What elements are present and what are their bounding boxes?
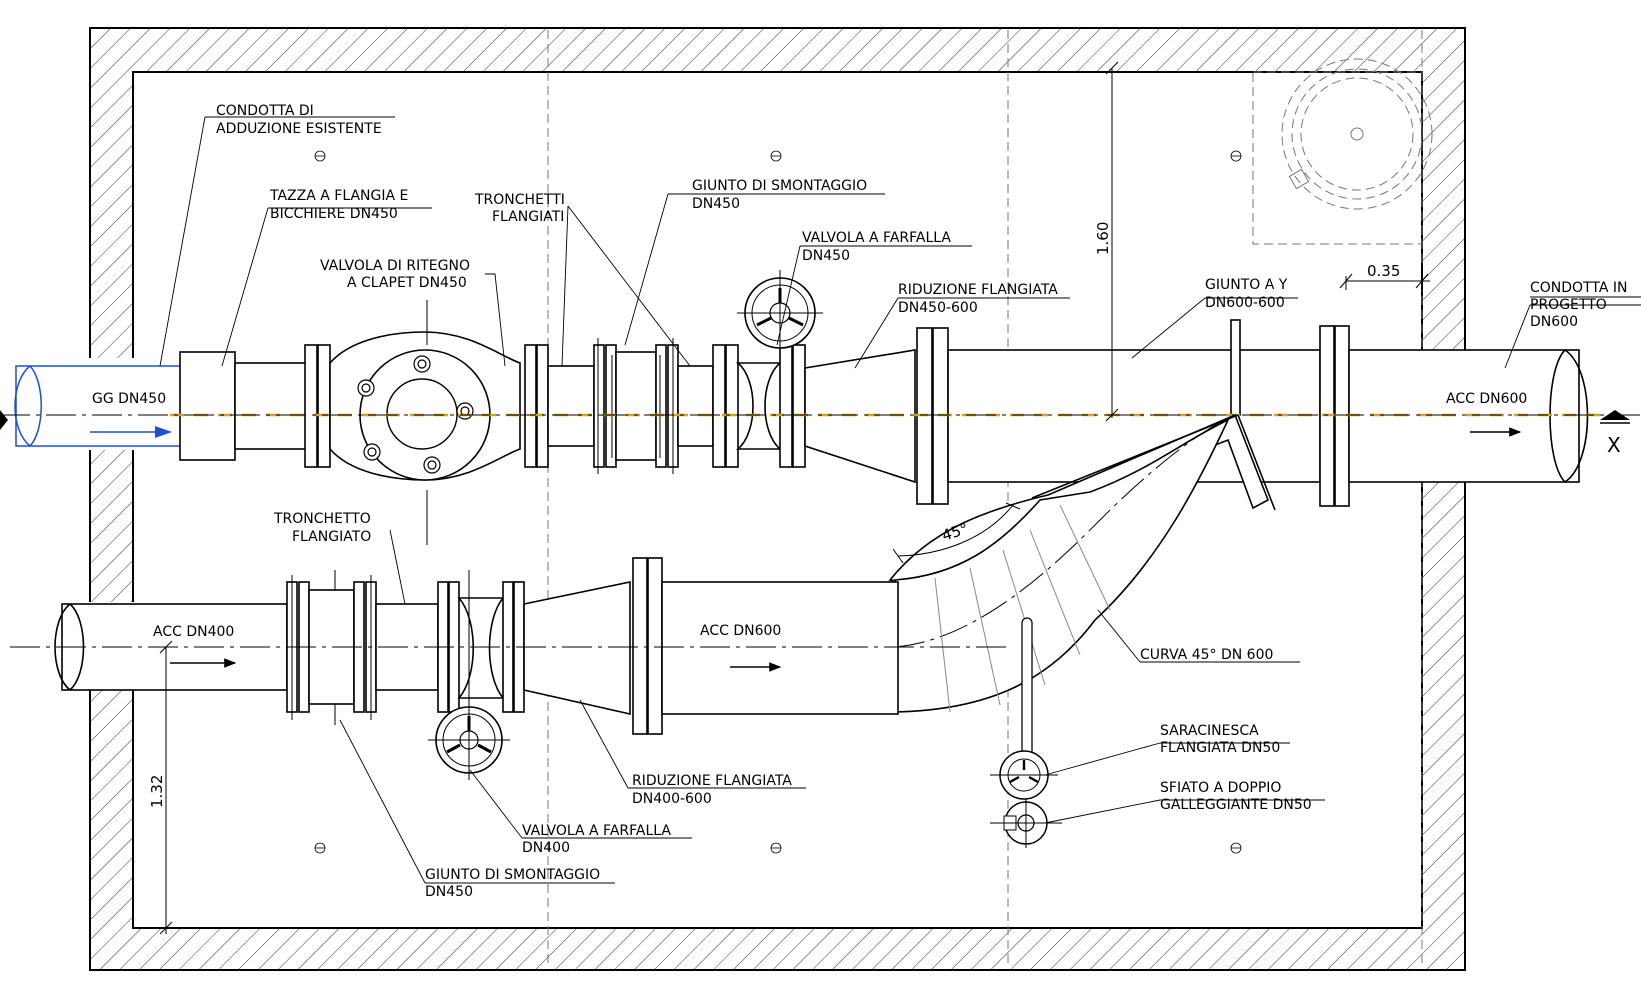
label-tazza-1: TAZZA A FLANGIA E [269,188,408,204]
dismantling-joint-top [593,338,679,474]
label-giunto-top-1: GIUNTO DI SMONTAGGIO [692,178,867,194]
annotations: CONDOTTA DI ADDUZIONE ESISTENTE TAZZA A … [92,103,1627,900]
label-tronchetti-1: TRONCHETTI [474,192,565,208]
label-condotta-progetto-2: PROGETTO [1530,297,1607,313]
pipe-label-acc-dn600-mid: ACC DN600 [700,623,781,639]
y-branch-curve [888,413,1276,713]
label-giunto-bottom-2: DN450 [425,884,473,900]
air-valve-dn50 [990,798,1062,848]
label-tronchetto-1: TRONCHETTO [273,511,371,527]
label-tronchetto-2: FLANGIATO [292,529,371,545]
label-saracinesca-2: FLANGIATA DN50 [1160,740,1280,756]
label-saracinesca-1: SARACINESCA [1160,723,1259,739]
label-riduzione-bottom-1: RIDUZIONE FLANGIATA [632,773,792,789]
gate-valve-dn50 [990,617,1058,800]
label-farfalla-top-2: DN450 [802,248,850,264]
label-tronchetti-2: FLANGIATI [492,209,564,225]
label-giunto-bottom-1: GIUNTO DI SMONTAGGIO [425,867,600,883]
label-farfalla-bottom-2: DN400 [522,840,570,856]
section-marker: X [0,410,1630,457]
pipe-label-acc-dn400: ACC DN400 [153,624,234,640]
label-sfiato-2: GALLEGGIANTE DN50 [1160,797,1312,813]
label-riduzione-top-2: DN450-600 [898,300,978,316]
leader-lines [159,116,1641,884]
dimension-0-35: 0.35 [1367,262,1400,280]
label-curva: CURVA 45° DN 600 [1140,647,1273,663]
pipe-label-gg-dn450: GG DN450 [92,391,166,407]
label-condotta-progetto-3: DN600 [1530,314,1578,330]
label-condotta-esistente-1: CONDOTTA DI [216,103,314,119]
label-valvola-ritegno-1: VALVOLA DI RITEGNO [320,258,470,274]
label-farfalla-top-1: VALVOLA A FARFALLA [802,230,951,246]
label-riduzione-bottom-2: DN400-600 [632,791,712,807]
dimension-lines [159,61,1430,935]
label-condotta-progetto-1: CONDOTTA IN [1530,280,1627,296]
label-tazza-2: BICCHIERE DN450 [270,206,398,222]
label-farfalla-bottom-1: VALVOLA A FARFALLA [522,823,671,839]
label-giunto-top-2: DN450 [692,196,740,212]
floor-markers [314,150,1242,854]
dimension-1-32: 1.32 [148,775,166,808]
label-giunto-y-2: DN600-600 [1205,295,1285,311]
dimension-1-60: 1.60 [1094,222,1112,255]
label-riduzione-top-1: RIDUZIONE FLANGIATA [898,282,1058,298]
label-valvola-ritegno-2: A CLAPET DN450 [347,275,467,291]
label-sfiato-1: SFIATO A DOPPIO [1160,780,1281,796]
label-giunto-y-1: GIUNTO A Y [1205,277,1288,293]
pipe-label-acc-dn600-out: ACC DN600 [1446,391,1527,407]
manhole-cover [1252,58,1433,245]
section-marker-label: X [1607,433,1621,457]
label-condotta-esistente-2: ADDUZIONE ESISTENTE [216,121,382,137]
